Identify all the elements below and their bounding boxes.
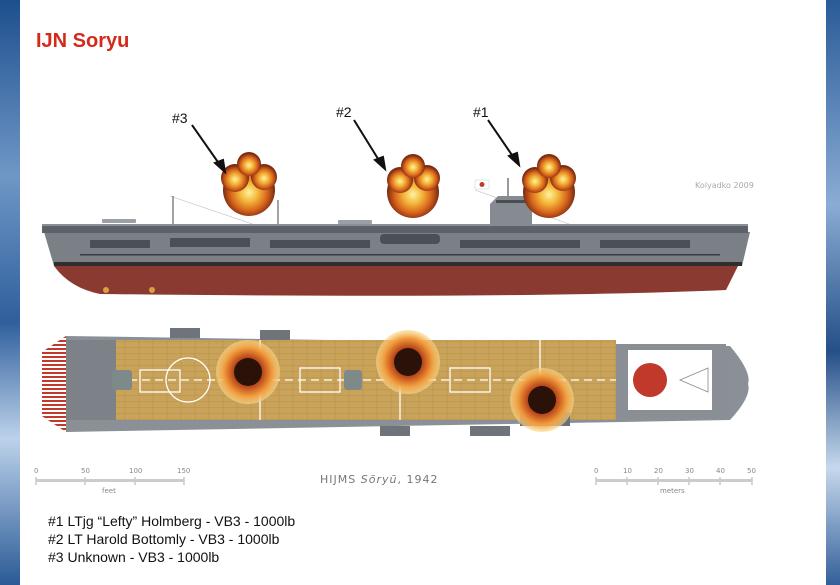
legend-item-3: #3 Unknown - VB3 - 1000lb [48, 549, 220, 565]
caption-year: , 1942 [397, 473, 439, 486]
explosion-side-3 [221, 152, 277, 216]
background-ocean-right [826, 0, 840, 585]
top-view [42, 328, 749, 436]
legend-item-2: #2 LT Harold Bottomly - VB3 - 1000lb [48, 531, 280, 547]
scale-meters-tick: 10 [623, 467, 632, 475]
scale-feet-unit: feet [102, 487, 116, 495]
drawing-caption: HIJMS Sōryū, 1942 [320, 473, 438, 486]
hit-marker-2: #2 [336, 104, 352, 120]
hit-legend: #1 LTjg “Lefty” Holmberg - VB3 - 1000lb … [48, 512, 295, 566]
scale-meters-tick: 20 [654, 467, 663, 475]
explosion-top-1 [510, 368, 574, 432]
caption-ship-prefix: HIJMS [320, 473, 361, 486]
caption-ship-name: Sōryū [360, 473, 398, 486]
scale-feet-tick: 0 [34, 467, 39, 475]
explosion-top-2 [376, 330, 440, 394]
scale-meters-tick: 50 [747, 467, 756, 475]
scale-meters-unit: meters [660, 487, 685, 495]
scale-meters-tick: 0 [594, 467, 599, 475]
slide: IJN Soryu #3 #2 #1 Kolyadko 2009 [20, 0, 826, 585]
scale-feet-tick: 100 [129, 467, 143, 475]
legend-item-1: #1 LTjg “Lefty” Holmberg - VB3 - 1000lb [48, 513, 296, 529]
hit-marker-3: #3 [172, 110, 188, 126]
explosion-top-3 [216, 340, 280, 404]
hit-marker-1: #1 [473, 104, 489, 120]
scale-meters-tick: 40 [716, 467, 725, 475]
ship-illustration [35, 119, 753, 485]
artist-credit: Kolyadko 2009 [695, 181, 754, 190]
scale-bar-feet [35, 477, 185, 485]
explosion-side-2 [387, 154, 440, 218]
scale-meters-tick: 30 [685, 467, 694, 475]
scale-feet-tick: 50 [81, 467, 90, 475]
scale-feet-tick: 150 [177, 467, 191, 475]
background-ocean-left [0, 0, 20, 585]
slide-title: IJN Soryu [36, 30, 130, 52]
explosion-side-1 [522, 154, 576, 218]
side-profile [42, 119, 750, 296]
scale-bar-meters [595, 477, 753, 485]
